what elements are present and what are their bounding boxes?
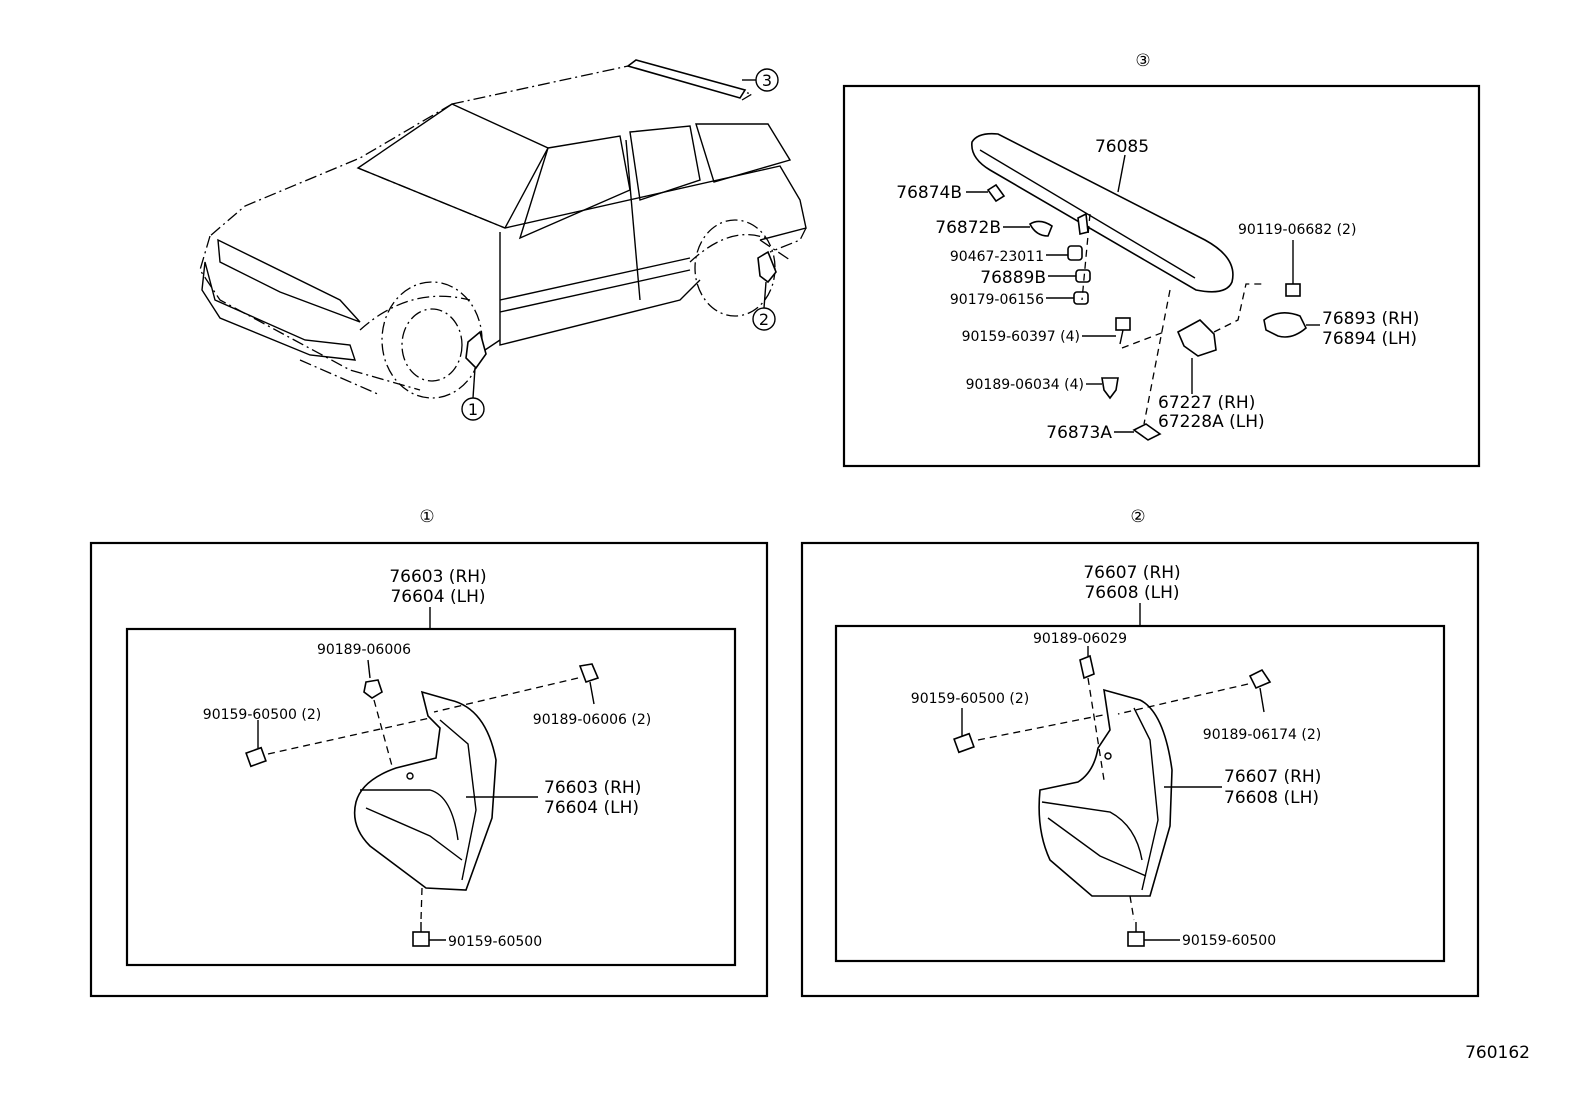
spoiler-panel: ③: [842, 51, 1481, 468]
rear-screw-left-label: 90159-60500 (2): [911, 691, 1029, 707]
label-76085: 76085: [1095, 137, 1149, 157]
label-76874B: 76874B: [896, 183, 962, 203]
front-clip-top: [363, 679, 383, 699]
label-90119: 90119-06682 (2): [1238, 222, 1356, 238]
clip-90189-06034: [1101, 377, 1119, 400]
rear-mudguard-shape: [757, 250, 777, 284]
rear-screw-bottom: [1127, 922, 1145, 947]
overview-callout-3: 3: [755, 68, 779, 92]
cap-76893: [1263, 312, 1307, 338]
label-76889B: 76889B: [980, 268, 1046, 288]
rear-clip-top: [1079, 654, 1095, 680]
front-mudguard-panel: ① 76603 (RH) 76604 (LH): [89, 507, 769, 998]
grommet-76889B: [1075, 269, 1091, 283]
front-clip-right-label: 90189-06006 (2): [533, 712, 651, 728]
spoiler-body: [971, 132, 1234, 293]
rear-clip-right-label: 90189-06174 (2): [1203, 727, 1321, 743]
screw-90119: [1285, 276, 1301, 297]
front-screw-bottom: [412, 922, 430, 947]
rear-side-lh: 76608 (LH): [1224, 788, 1319, 808]
rear-screw-bottom-label: 90159-60500: [1182, 933, 1276, 949]
front-mudguard-part: [353, 690, 497, 891]
diagram-id: 760162: [1465, 1043, 1530, 1063]
front-side-rh: 76603 (RH): [544, 778, 641, 798]
label-76872B: 76872B: [935, 218, 1001, 238]
label-90179: 90179-06156: [950, 292, 1044, 308]
label-67227: 67227 (RH): [1158, 393, 1255, 413]
label-90159-60397: 90159-60397 (4): [962, 329, 1080, 345]
front-mudguard-shape: [465, 330, 487, 370]
rear-clip-right: [1248, 668, 1272, 690]
label-76873A: 76873A: [1046, 423, 1112, 443]
svg-text:2: 2: [759, 310, 769, 329]
rear-mudguard-part: [1038, 688, 1173, 897]
label-90189-06034: 90189-06034 (4): [966, 377, 1084, 393]
pad-76873A: [1132, 423, 1162, 441]
roof-spoiler-shape: [626, 59, 747, 99]
label-76894: 76894 (LH): [1322, 329, 1417, 349]
rear-top-rh: 76607 (RH): [1083, 563, 1180, 583]
front-clip-top-label: 90189-06006: [317, 642, 411, 658]
front-side-lh: 76604 (LH): [544, 798, 639, 818]
overview-callout-1: 1: [461, 397, 485, 421]
label-67228A: 67228A (LH): [1158, 412, 1265, 432]
spoiler-marker: ③: [1135, 51, 1150, 71]
car-body-outline: [199, 65, 807, 399]
label-90467: 90467-23011: [950, 249, 1044, 265]
front-top-rh: 76603 (RH): [389, 567, 486, 587]
rear-screw-left: [953, 732, 975, 754]
front-screw-left: [245, 746, 267, 768]
front-mudguard-marker: ①: [419, 507, 434, 527]
overview-callout-2: 2: [752, 307, 776, 331]
rear-side-rh: 76607 (RH): [1224, 767, 1321, 787]
bracket-67227: [1176, 319, 1217, 357]
front-screw-left-label: 90159-60500 (2): [203, 707, 321, 723]
svg-text:3: 3: [762, 71, 772, 90]
svg-text:1: 1: [468, 400, 478, 419]
rear-clip-top-label: 90189-06029: [1033, 631, 1127, 647]
label-76893: 76893 (RH): [1322, 309, 1419, 329]
nut-90179: [1073, 291, 1089, 305]
bolt-90159-60397: [1115, 317, 1131, 345]
rear-mudguard-panel: ② 76607 (RH) 76608 (LH): [800, 507, 1480, 998]
front-top-lh: 76604 (LH): [390, 587, 485, 607]
nut-90467: [1067, 245, 1083, 261]
pad-76874B: [986, 183, 1006, 203]
front-clip-right: [578, 663, 600, 684]
rear-mudguard-marker: ②: [1130, 507, 1145, 527]
front-screw-bottom-label: 90159-60500: [448, 934, 542, 950]
car-overview: 1 2 3: [199, 59, 807, 421]
rear-top-lh: 76608 (LH): [1084, 583, 1179, 603]
clip-76872B: [1028, 220, 1053, 237]
